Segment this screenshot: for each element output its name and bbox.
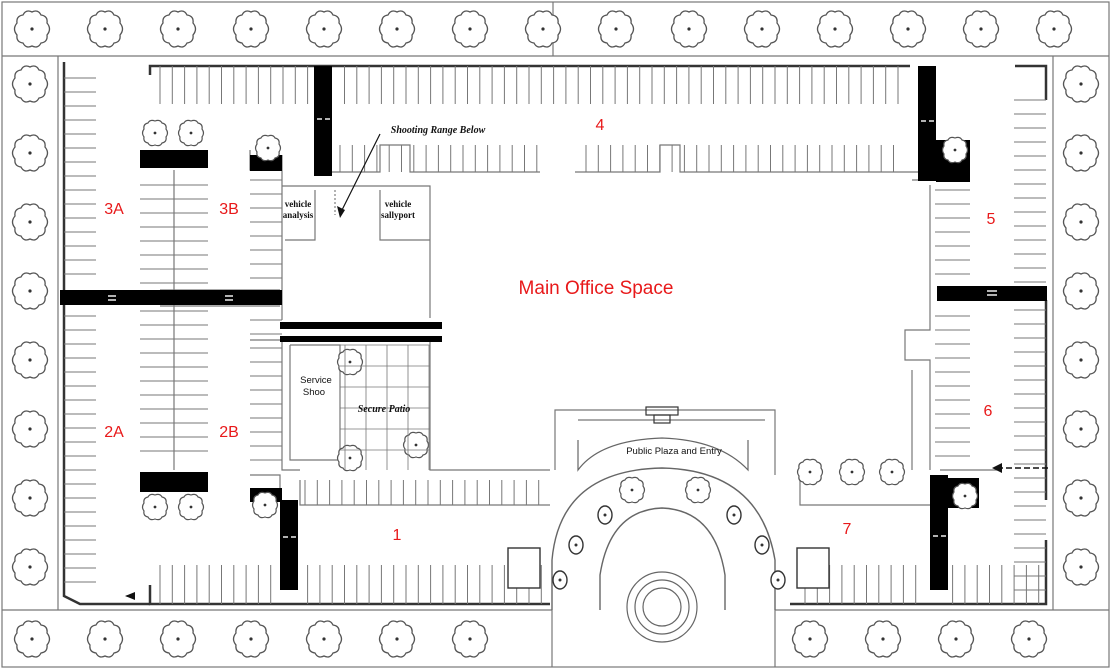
annotations: Public Plaza and Entry Service Shoo Secu…: [283, 125, 722, 457]
tree-icon: [1062, 479, 1100, 517]
zone-label-2a: 2A: [104, 424, 124, 441]
tree-icon: [1035, 10, 1073, 48]
tree-icon: [378, 620, 416, 658]
tree-icon: [232, 620, 270, 658]
zone-label-4: 4: [596, 117, 605, 134]
zone-labels: 1 2A 2B 3A 3B 4 5 6 7 Main Office Space: [104, 117, 995, 544]
zone-label-6: 6: [984, 403, 993, 420]
secure-patio-grid: [340, 344, 430, 470]
arrow-icon: [337, 133, 381, 218]
zone-label-3b: 3B: [219, 201, 239, 218]
tree-icon: [11, 65, 49, 103]
tree-icon: [864, 620, 902, 658]
parking-stalls: [64, 66, 1046, 604]
tree-icon: [524, 10, 562, 48]
tree-icon: [1062, 134, 1100, 172]
tree-icon: [11, 272, 49, 310]
tree-icon: [1062, 341, 1100, 379]
shooting-range-label: Shooting Range Below: [391, 125, 486, 136]
tree-icon: [11, 134, 49, 172]
zone-label-7: 7: [843, 521, 852, 538]
gate-marks: [108, 118, 997, 538]
tree-icon: [13, 620, 51, 658]
gate-icon: [280, 500, 298, 590]
tree-icon: [1062, 65, 1100, 103]
tree-icon: [889, 10, 927, 48]
gate-icon: [918, 66, 936, 181]
service-shop-label-2: Shoo: [303, 387, 325, 398]
tree-icon: [1062, 203, 1100, 241]
tree-icon: [816, 10, 854, 48]
tree-icon: [86, 620, 124, 658]
tree-icon: [743, 10, 781, 48]
gate-icon: [280, 322, 442, 329]
tree-icon: [305, 620, 343, 658]
tree-icon: [232, 10, 270, 48]
tree-icon: [11, 479, 49, 517]
secure-patio-label: Secure Patio: [358, 404, 411, 415]
tree-icon: [11, 548, 49, 586]
gate-icon: [280, 336, 442, 342]
tree-icon: [937, 620, 975, 658]
tree-icon: [378, 10, 416, 48]
gates: [60, 66, 1047, 590]
tree-icon: [11, 203, 49, 241]
zone-label-1: 1: [393, 527, 402, 544]
tree-icon: [1062, 410, 1100, 448]
public-plaza-label: Public Plaza and Entry: [626, 446, 722, 457]
tree-icon: [962, 10, 1000, 48]
tree-icon: [305, 10, 343, 48]
gate-icon: [930, 475, 948, 590]
service-shop-label: Service: [300, 375, 332, 386]
tree-icon: [670, 10, 708, 48]
arrow-icon: [125, 463, 1048, 600]
gate-icon: [314, 66, 332, 176]
zone-label-2b: 2B: [219, 424, 239, 441]
tree-icon: [13, 10, 51, 48]
tree-icon: [159, 620, 197, 658]
tree-icon: [451, 10, 489, 48]
public-plaza: [507, 406, 830, 643]
vehicle-analysis-label-2: analysis: [283, 210, 314, 220]
tree-icon: [1062, 548, 1100, 586]
vehicle-sallyport-label: vehicle: [385, 199, 412, 209]
main-office-label: Main Office Space: [519, 278, 674, 299]
tree-icon: [11, 341, 49, 379]
tree-icon: [451, 620, 489, 658]
fountain-icon: [626, 571, 698, 643]
zone-label-5: 5: [987, 211, 996, 228]
parking-boundaries: [62, 62, 1048, 606]
tree-icon: [791, 620, 829, 658]
tree-icon: [11, 410, 49, 448]
vehicle-sallyport-label-2: sallyport: [381, 210, 415, 220]
tree-icon: [1010, 620, 1048, 658]
zone-label-3a: 3A: [104, 201, 124, 218]
tree-icon: [159, 10, 197, 48]
gate-icon: [60, 290, 282, 305]
vehicle-analysis-label: vehicle: [285, 199, 312, 209]
gate-icon: [937, 286, 1047, 301]
tree-icon: [597, 10, 635, 48]
tree-icon: [86, 10, 124, 48]
tree-icon: [1062, 272, 1100, 310]
